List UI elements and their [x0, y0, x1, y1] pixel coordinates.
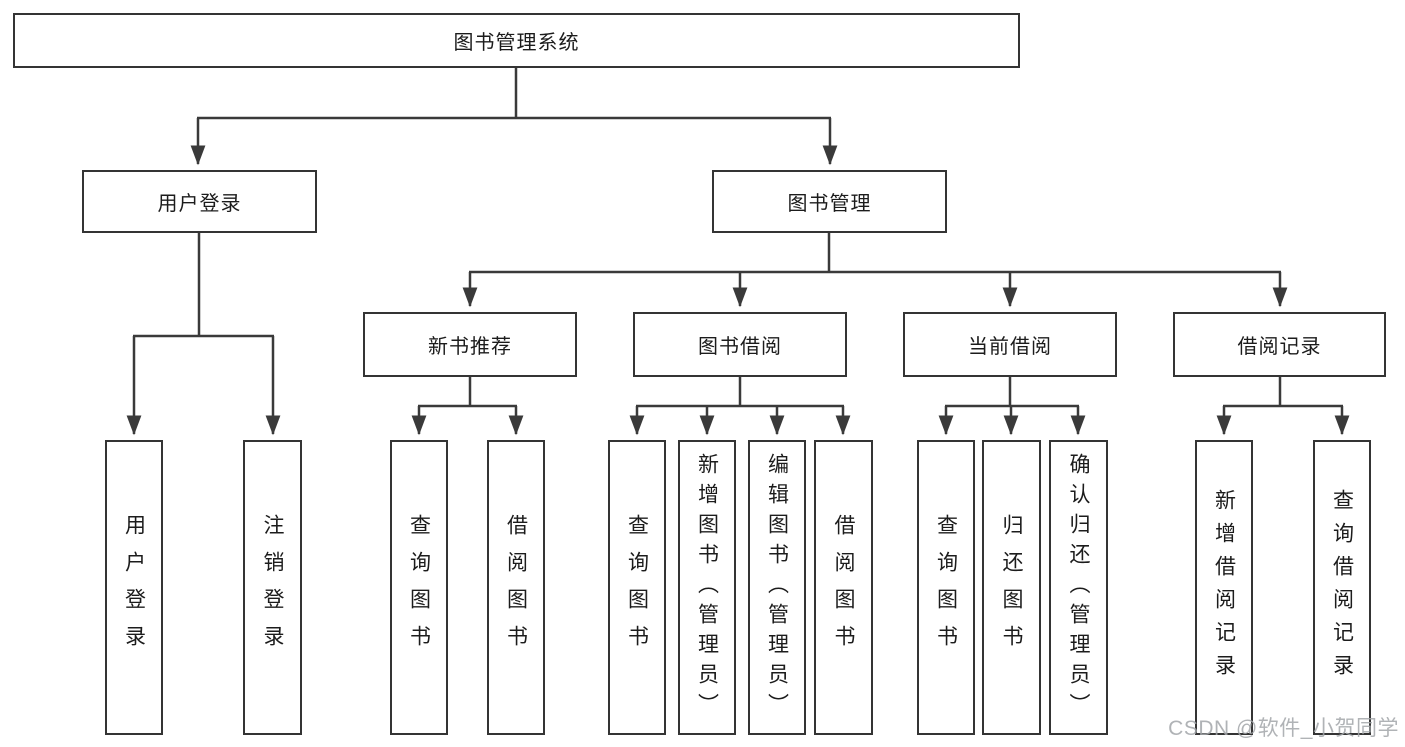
connector-user-login-children [126, 233, 281, 436]
node-label: 查询图书 [625, 513, 649, 662]
node-label: 归还图书 [1000, 513, 1023, 662]
connector-borrow-records-children [1216, 377, 1350, 436]
node-label: 新书推荐 [428, 336, 512, 358]
leaf-query-books-recommend: 查询图书 [390, 440, 448, 735]
node-book-borrowing: 图书借阅 [633, 312, 847, 377]
connector-book-borrow-children [629, 377, 851, 436]
leaf-edit-books-admin: 编辑图书（管理员） [748, 440, 806, 735]
connector-root-to-level2 [190, 68, 838, 166]
leaf-return-books: 归还图书 [982, 440, 1041, 735]
leaf-user-login: 用户登录 [105, 440, 163, 735]
node-label: 图书借阅 [698, 336, 782, 358]
node-label: 新增图书（管理员） [695, 452, 719, 723]
node-label: 确认归还（管理员） [1067, 452, 1090, 723]
node-book-management: 图书管理 [712, 170, 947, 233]
node-user-login: 用户登录 [82, 170, 317, 233]
leaf-add-borrow-record: 新增借阅记录 [1195, 440, 1253, 735]
node-borrowing-records: 借阅记录 [1173, 312, 1386, 377]
node-label: 借阅记录 [1237, 336, 1322, 358]
node-label: 注销登录 [261, 513, 284, 662]
node-label: 查询借阅记录 [1330, 488, 1354, 687]
connector-book-mgmt-children [462, 233, 1288, 308]
connector-current-borrow-children [938, 377, 1086, 436]
leaf-borrow-books-recommend: 借阅图书 [487, 440, 545, 735]
leaf-borrow-books: 借阅图书 [814, 440, 873, 735]
node-label: 借阅图书 [832, 513, 855, 662]
node-label: 编辑图书（管理员） [765, 452, 789, 723]
node-label: 借阅图书 [504, 513, 528, 662]
leaf-query-borrow-record: 查询借阅记录 [1313, 440, 1371, 735]
node-label: 当前借阅 [968, 336, 1052, 358]
leaf-confirm-return-admin: 确认归还（管理员） [1049, 440, 1108, 735]
leaf-query-books-current: 查询图书 [917, 440, 975, 735]
leaf-add-books-admin: 新增图书（管理员） [678, 440, 736, 735]
node-current-borrowing: 当前借阅 [903, 312, 1117, 377]
node-label: 查询图书 [407, 513, 431, 662]
node-label: 新增借阅记录 [1212, 488, 1236, 687]
leaf-logout: 注销登录 [243, 440, 302, 735]
node-label: 查询图书 [934, 513, 958, 662]
node-label: 用户登录 [122, 513, 146, 662]
node-label: 用户登录 [157, 193, 242, 215]
node-label: 图书管理 [787, 193, 872, 215]
leaf-query-books-borrowing: 查询图书 [608, 440, 666, 735]
node-library-system: 图书管理系统 [13, 13, 1020, 68]
connector-new-book-rec-children [411, 377, 524, 436]
node-label: 图书管理系统 [453, 32, 580, 54]
node-new-book-recommend: 新书推荐 [363, 312, 577, 377]
